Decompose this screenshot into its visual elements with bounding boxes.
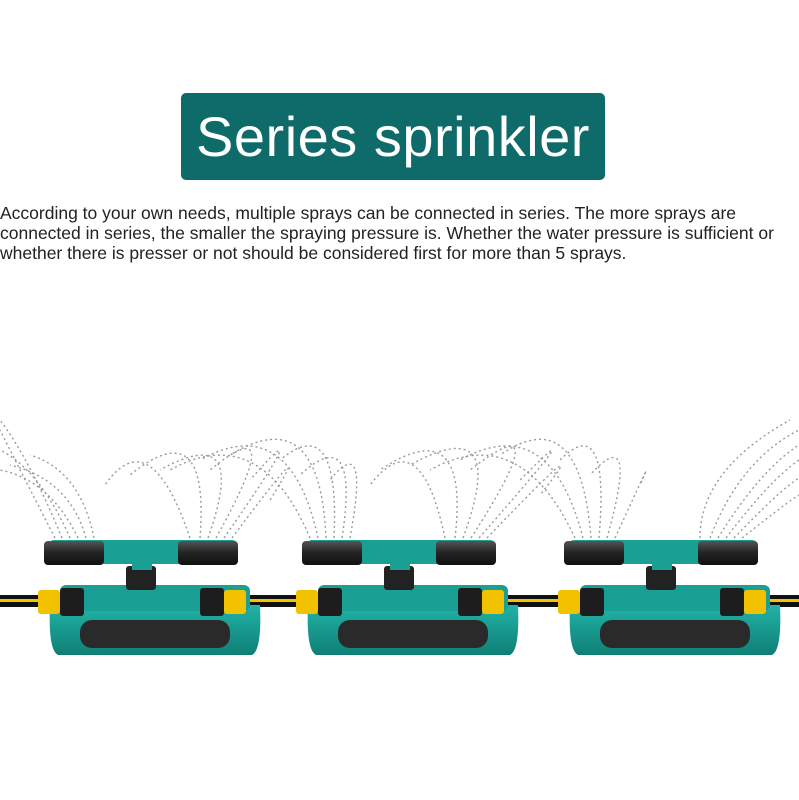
title-banner: Series sprinkler xyxy=(181,93,605,180)
sprinkler-series-illustration xyxy=(0,419,799,655)
sprinkler-unit-3 xyxy=(558,540,781,655)
description-text: According to your own needs, multiple sp… xyxy=(0,203,774,263)
water-spray-arcs xyxy=(0,419,799,539)
sprinkler-unit-1 xyxy=(38,540,261,655)
page-title: Series sprinkler xyxy=(196,105,590,168)
sprinkler-unit-2 xyxy=(296,540,519,655)
